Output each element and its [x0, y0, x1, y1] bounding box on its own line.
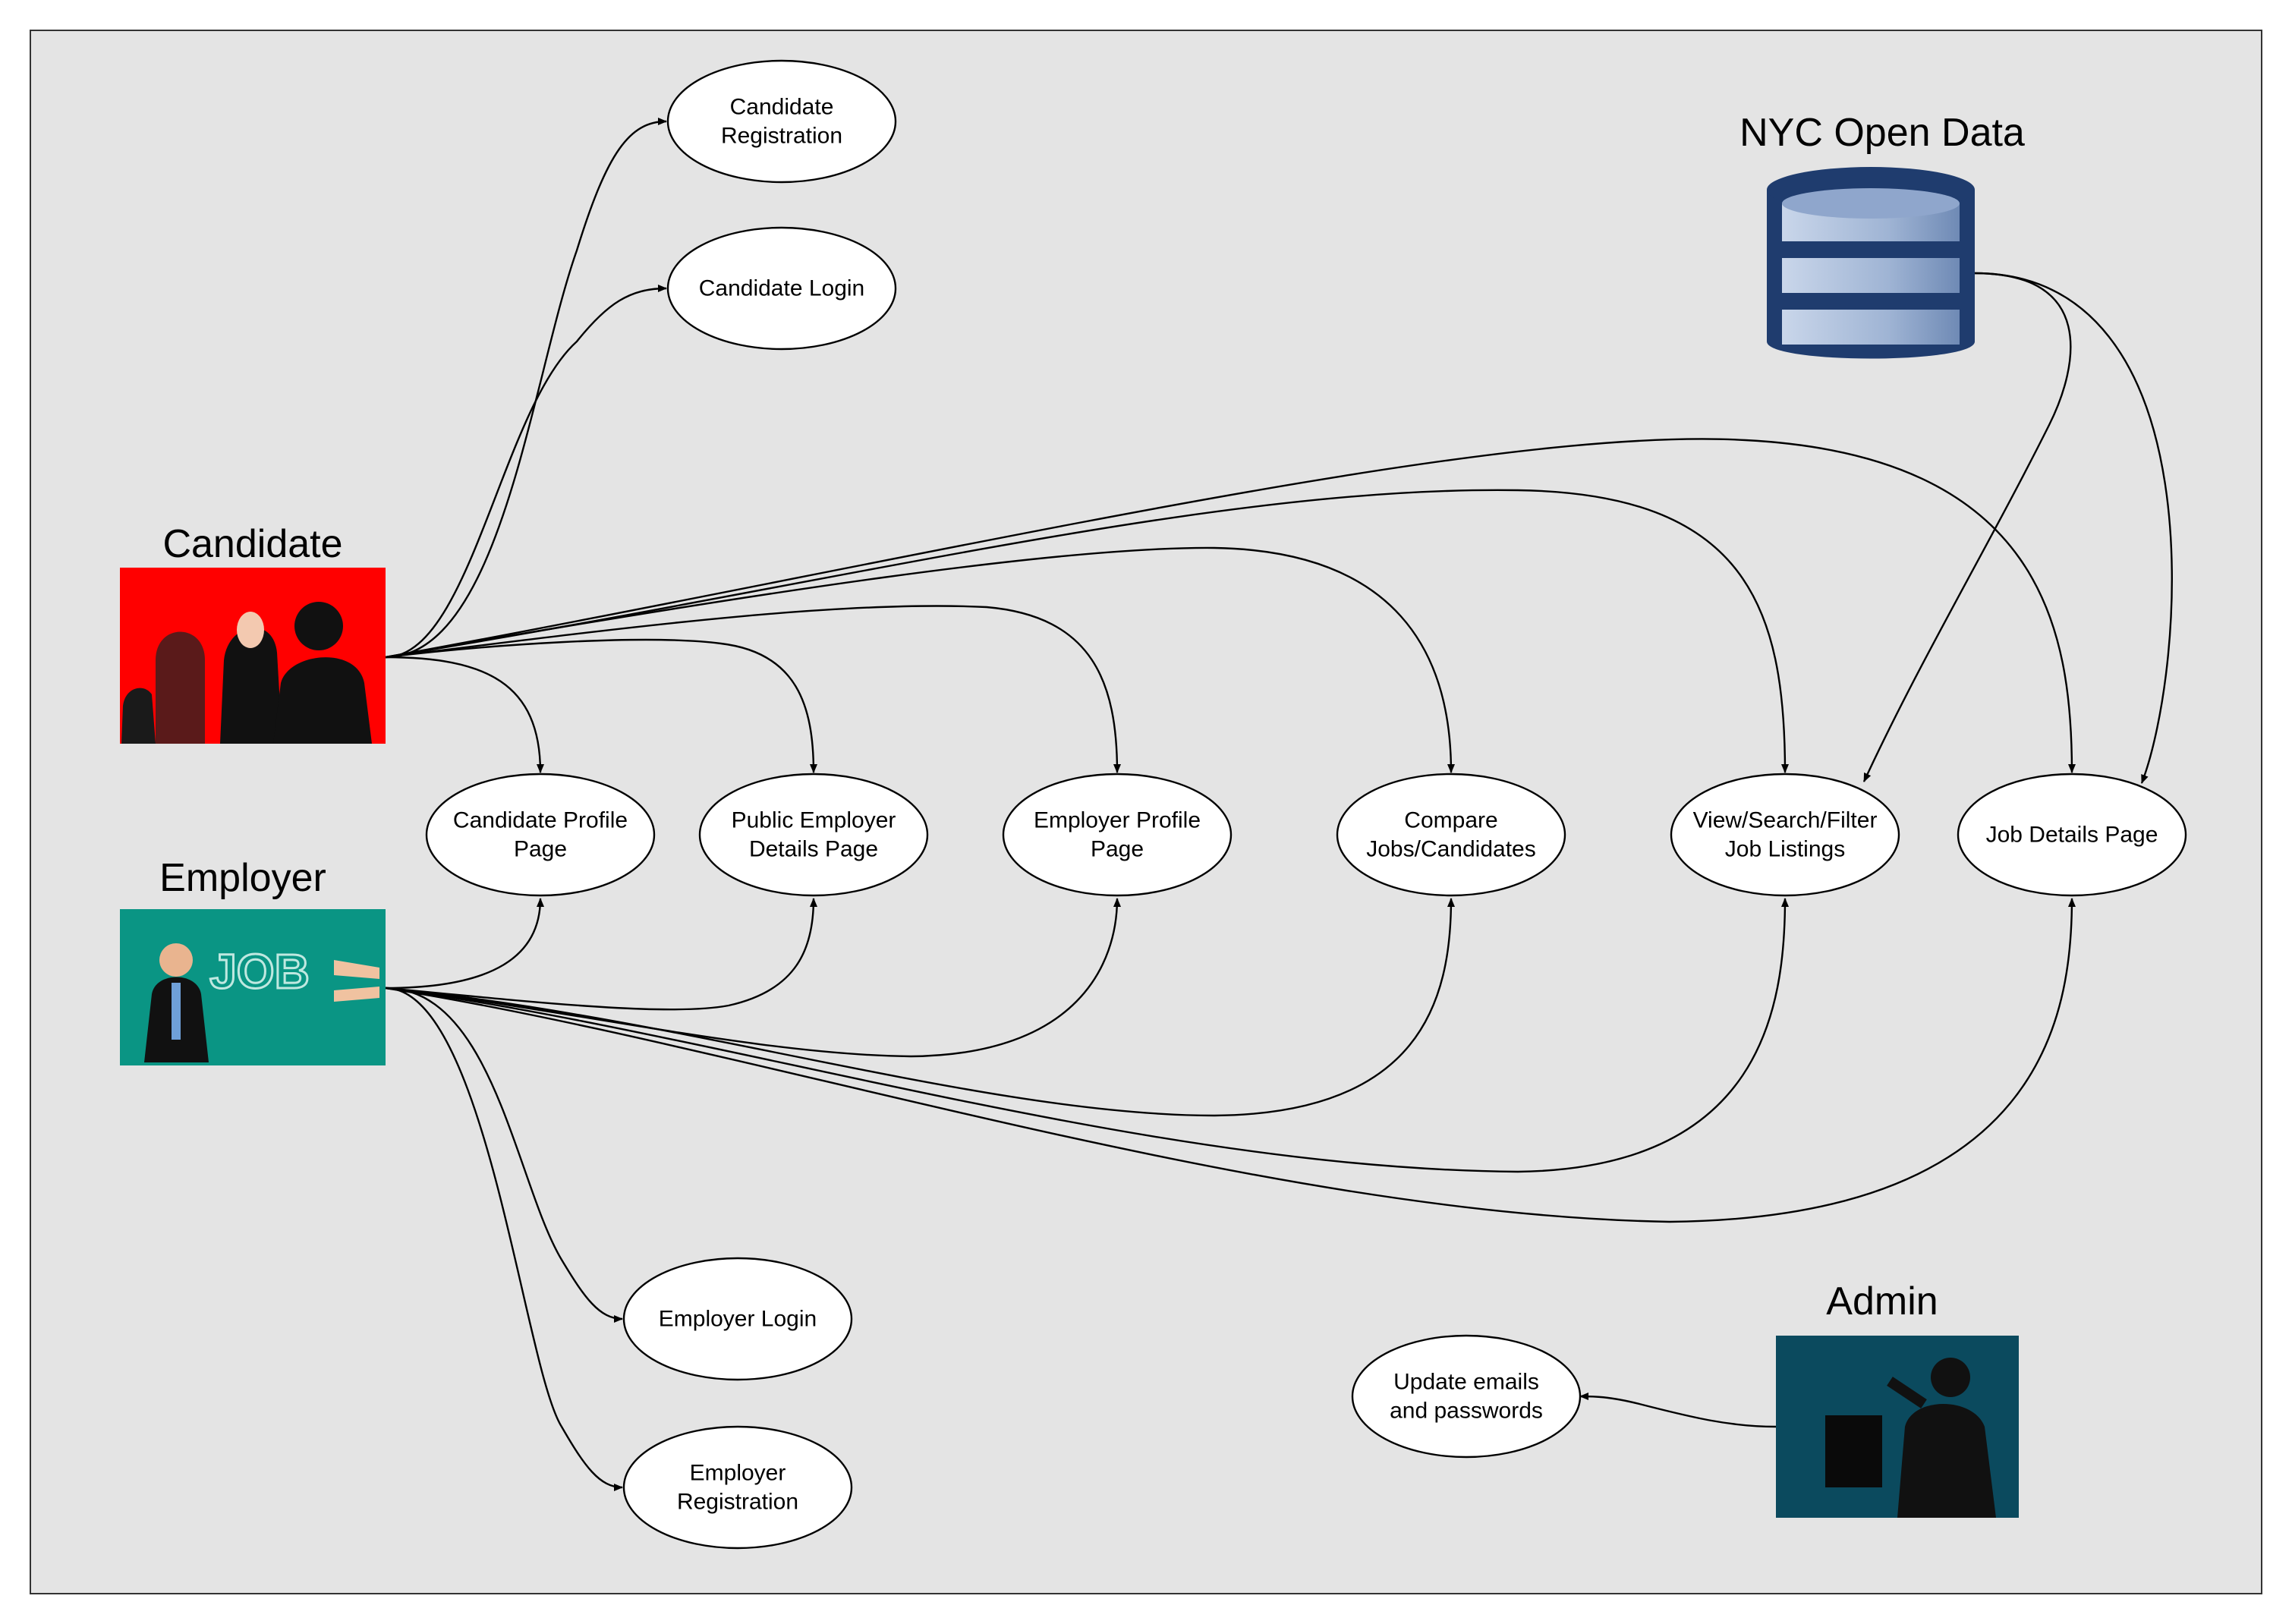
database-disk-3	[1782, 310, 1960, 345]
node-label-line: Update emails	[1393, 1370, 1539, 1395]
node-ellipse	[1002, 773, 1233, 897]
edge-candidate-to-job-details	[385, 438, 2076, 773]
admin-laptop	[1825, 1415, 1882, 1487]
node-label-line: Registration	[721, 124, 842, 149]
node-label-line: Job Details Page	[1986, 823, 2158, 848]
node-ellipse	[1670, 773, 1900, 897]
node-ellipse	[666, 59, 897, 184]
node-label-line: Candidate	[730, 95, 834, 120]
candidate-image	[120, 568, 386, 744]
edge-employer-to-public-employer	[385, 898, 817, 1011]
edge-candidate-to-candidate-registration	[385, 118, 667, 659]
edge-open-data-to-job-details	[1974, 272, 2173, 784]
node-ellipse	[622, 1257, 853, 1381]
database-disk-2	[1782, 258, 1960, 293]
employer-title: Employer	[159, 856, 326, 900]
node-ellipse	[1336, 773, 1566, 897]
candidate-woman	[220, 628, 282, 744]
database-disk-1-top	[1782, 188, 1960, 219]
database-icon	[1767, 167, 1975, 359]
edge-employer-to-candidate-profile	[385, 898, 544, 990]
node-candidate-login: Candidate Login	[666, 226, 897, 351]
employer-reaching-hands	[334, 960, 379, 1002]
candidate-title: Candidate	[162, 522, 342, 566]
node-label-line: Page	[1091, 837, 1144, 862]
edge-admin-to-update-emails	[1579, 1393, 1777, 1428]
employer-image: JOB	[120, 909, 386, 1065]
edge-employer-to-job-details	[385, 898, 2076, 1223]
node-label-line: Employer Profile	[1034, 808, 1201, 833]
node-job-details: Job Details Page	[1957, 773, 2187, 897]
node-ellipse	[666, 226, 897, 351]
node-ellipse	[1351, 1334, 1582, 1459]
candidate-left-chair	[121, 688, 156, 744]
node-ellipse	[425, 773, 656, 897]
node-label-line: Details Page	[749, 837, 878, 862]
actor-open-data: NYC Open Data	[1739, 111, 2025, 359]
node-label-line: Employer	[690, 1461, 786, 1486]
admin-woman-head	[1931, 1358, 1970, 1397]
node-update-emails: Update emails and passwords	[1351, 1334, 1582, 1459]
edge-candidate-to-candidate-login	[385, 285, 667, 659]
candidate-left-person	[156, 631, 205, 744]
edge-employer-to-compare	[385, 898, 1455, 1117]
admin-woman	[1897, 1404, 1996, 1518]
edge-candidate-to-public-employer	[385, 638, 817, 773]
node-label-line: Employer Login	[659, 1307, 817, 1332]
actor-candidate: Candidate	[120, 522, 386, 744]
candidate-man-head	[294, 602, 343, 650]
node-employer-login: Employer Login	[622, 1257, 853, 1381]
node-label-line: Page	[514, 837, 567, 862]
node-label-line: and passwords	[1390, 1399, 1543, 1424]
node-label-line: Jobs/Candidates	[1366, 837, 1535, 862]
node-label-line: Job Listings	[1725, 837, 1845, 862]
node-ellipse	[1957, 773, 2187, 897]
edge-candidate-to-employer-profile	[385, 605, 1121, 773]
employer-businessman-head	[159, 943, 193, 977]
edge-employer-to-employer-login	[385, 987, 623, 1323]
edge-employer-to-employer-profile	[385, 898, 1121, 1058]
open-data-title: NYC Open Data	[1739, 111, 2025, 155]
node-label-line: Candidate Login	[699, 276, 865, 301]
node-ellipse	[622, 1425, 853, 1550]
node-label-line: Registration	[677, 1490, 798, 1515]
edge-candidate-to-view-search	[385, 489, 1789, 773]
employer-tie	[172, 983, 181, 1040]
node-label-line: Public Employer	[732, 808, 896, 833]
admin-title: Admin	[1826, 1279, 1938, 1323]
edge-employer-to-employer-registration	[385, 987, 623, 1491]
node-label-line: Compare	[1404, 808, 1497, 833]
job-sign-text: JOB	[209, 944, 310, 999]
edge-candidate-to-candidate-profile	[385, 656, 544, 773]
edge-employer-to-view-search	[385, 898, 1789, 1173]
candidate-man	[273, 657, 372, 744]
candidate-woman-face	[237, 612, 264, 648]
node-ellipse	[698, 773, 929, 897]
actor-admin: Admin	[1776, 1279, 2019, 1518]
node-label-line: Candidate Profile	[453, 808, 628, 833]
node-label-line: View/Search/Filter	[1693, 808, 1878, 833]
actor-employer: Employer JOB	[120, 856, 386, 1065]
edge-candidate-to-compare	[385, 546, 1455, 773]
edge-open-data-to-view-search	[1862, 272, 2072, 782]
edge-layer	[385, 118, 2173, 1491]
admin-phone-arm	[1887, 1377, 1927, 1408]
admin-image	[1776, 1336, 2019, 1518]
